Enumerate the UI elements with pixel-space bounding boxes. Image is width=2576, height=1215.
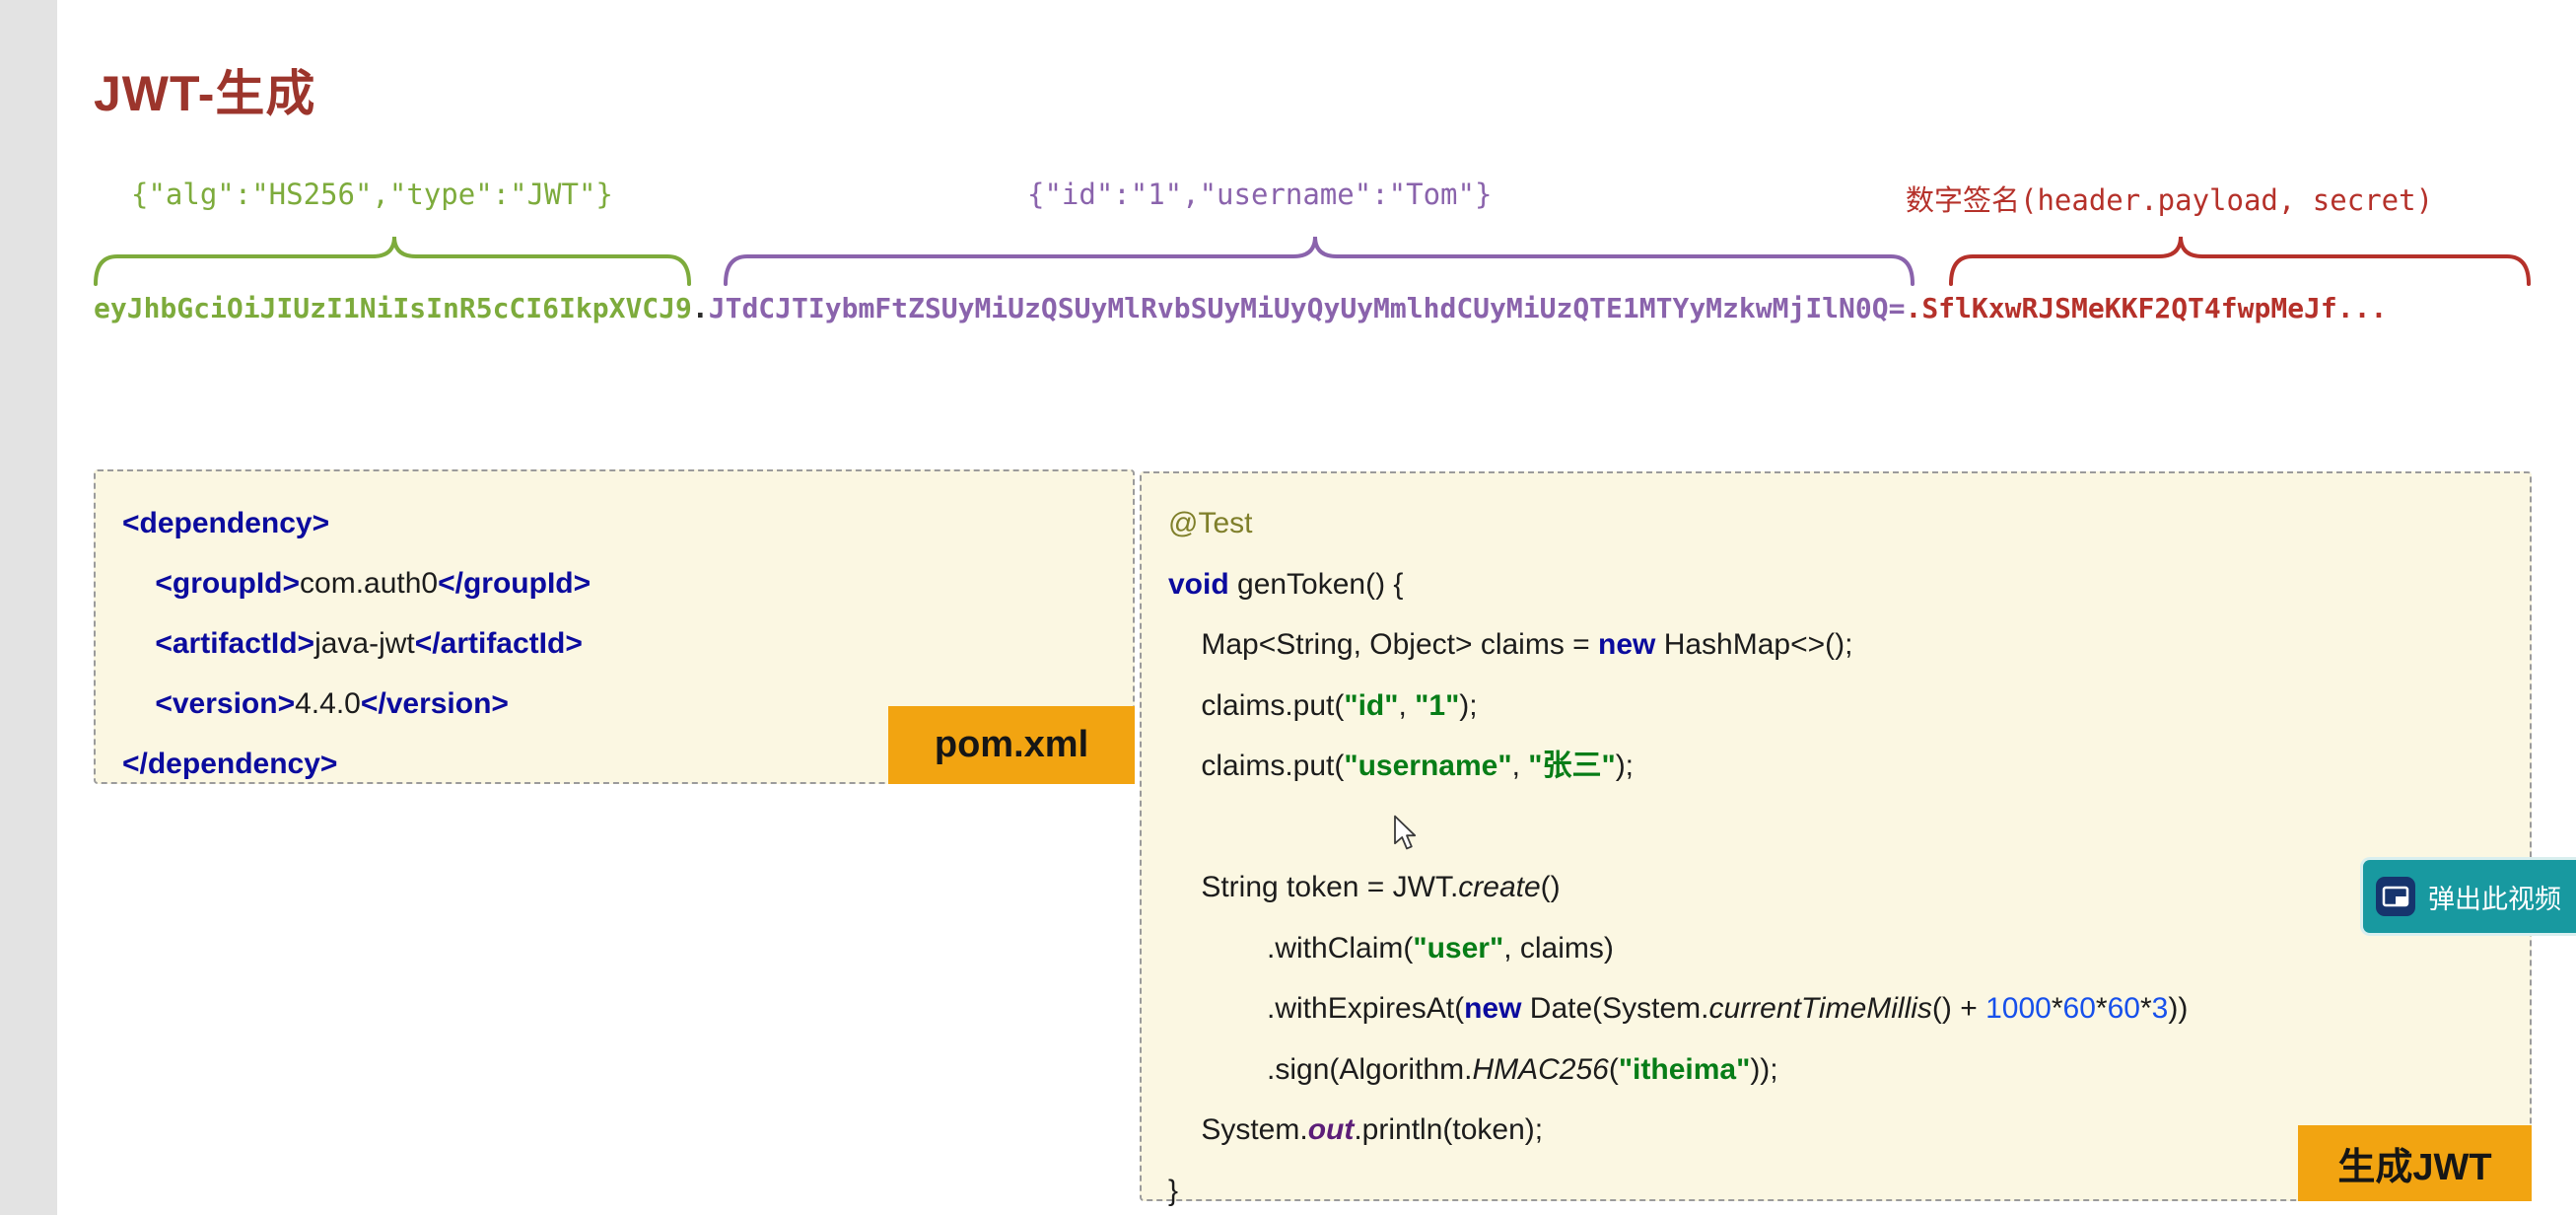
code-line: }: [1168, 1174, 1179, 1207]
java-code: @Test void genToken() { Map<String, Objec…: [1142, 473, 2530, 1215]
token-signature-segment: .SflKxwRJSMeKKF2QT4fwpMeJf...: [1905, 292, 2388, 324]
code-line: <artifactId>java-jwt</artifactId>: [155, 627, 583, 660]
generate-jwt-badge: 生成JWT: [2298, 1125, 2532, 1201]
signature-brace-icon: [1949, 236, 2531, 286]
code-line: <groupId>com.auth0</groupId>: [155, 567, 592, 600]
code-line: .withExpiresAt(new Date(System.currentTi…: [1168, 992, 2189, 1025]
code-line: .sign(Algorithm.HMAC256("itheima"));: [1168, 1052, 1778, 1086]
token-payload-segment: JTdCJTIybmFtZSUyMiUzQSUyMlRvbSUyMiUyQyUy…: [708, 292, 1906, 324]
code-line: claims.put("username", "张三");: [1168, 750, 1635, 782]
page-title: JWT-生成: [94, 66, 316, 121]
left-gutter: [0, 0, 57, 1215]
code-line: <version>4.4.0</version>: [155, 687, 509, 720]
code-line: [1168, 797, 2514, 858]
popout-video-button[interactable]: 弹出此视频: [2360, 857, 2576, 936]
token-header-segment: eyJhbGciOiJIUzI1NiIsInR5cCI6IkpXVCJ9: [94, 292, 692, 324]
jwt-token: eyJhbGciOiJIUzI1NiIsInR5cCI6IkpXVCJ9.JTd…: [94, 292, 2387, 324]
code-line: System.out.println(token);: [1168, 1113, 1544, 1146]
code-line: Map<String, Object> claims = new HashMap…: [1168, 628, 1853, 661]
jwt-signature-label: 数字签名(header.payload, secret): [1906, 183, 2434, 217]
code-line: void genToken() {: [1168, 567, 1404, 601]
pom-code: <dependency> <groupId>com.auth0</groupId…: [96, 471, 1133, 794]
jwt-header-json-label: {"alg":"HS256","type":"JWT"}: [131, 178, 613, 211]
mouse-cursor-icon: [1394, 815, 1417, 850]
token-separator: .: [691, 292, 709, 324]
code-line: .withClaim("user", claims): [1168, 931, 1614, 965]
pom-code-block: <dependency> <groupId>com.auth0</groupId…: [94, 469, 1135, 784]
jwt-payload-json-label: {"id":"1","username":"Tom"}: [1027, 178, 1493, 211]
code-line: </dependency>: [122, 748, 338, 780]
code-line: <dependency>: [122, 507, 330, 539]
code-line: claims.put("id", "1");: [1168, 688, 1478, 722]
code-line: @Test: [1168, 507, 1253, 539]
popout-video-label: 弹出此视频: [2428, 884, 2561, 914]
java-code-block: @Test void genToken() { Map<String, Objec…: [1140, 471, 2532, 1207]
code-line: String token = JWT.create(): [1168, 871, 1561, 903]
header-brace-icon: [94, 236, 691, 286]
payload-brace-icon: [724, 236, 1915, 286]
pom-xml-badge: pom.xml: [888, 706, 1135, 784]
popout-screen-icon: [2376, 877, 2415, 916]
